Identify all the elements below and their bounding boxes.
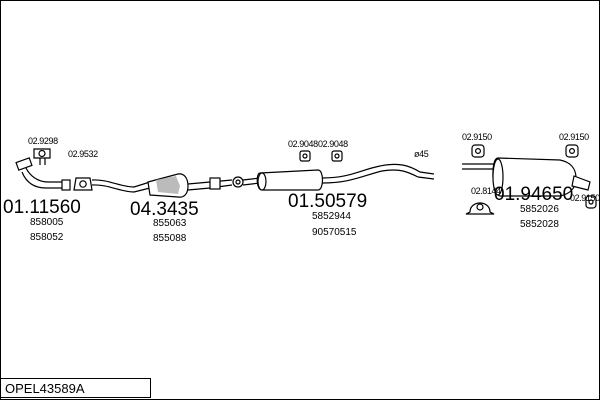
flow-marker: ø45 — [414, 149, 429, 159]
rear-hanger-drawing — [471, 144, 597, 209]
part-reference: 858005 — [30, 217, 64, 228]
diagram-code-label: OPEL43589A — [1, 378, 151, 398]
accessory-number: 02.9048 — [318, 139, 348, 149]
part-number: 01.11560 — [3, 197, 81, 218]
front-pipe-drawing — [15, 157, 71, 191]
rubber-hanger-drawing — [299, 150, 343, 162]
centre-silencer-drawing — [256, 163, 435, 191]
part-reference: 858052 — [30, 232, 64, 243]
accessory-number: 02.9532 — [68, 149, 98, 159]
rear-silencer-drawing — [462, 157, 591, 197]
part-number: 04.3435 — [130, 199, 199, 220]
part-number: 01.94650 — [494, 184, 574, 205]
clamp-drawing — [465, 202, 495, 215]
accessory-number: 02.9150 — [570, 193, 600, 203]
part-reference: 90570515 — [312, 227, 357, 238]
accessory-number: 02.9048 — [288, 139, 318, 149]
accessory-number: 02.9150 — [559, 132, 589, 142]
part-reference: 5852944 — [312, 211, 351, 222]
flange-drawing — [73, 177, 93, 191]
accessory-number: 02.8144 — [471, 186, 501, 196]
part-reference: 855088 — [153, 233, 187, 244]
catalytic-converter-drawing — [147, 173, 244, 198]
accessory-number: 02.9298 — [28, 136, 58, 146]
part-number: 01.50579 — [288, 191, 368, 212]
accessory-number: 02.9150 — [462, 132, 492, 142]
part-reference: 5852026 — [520, 204, 559, 215]
intermediate-pipe-drawing — [91, 179, 151, 193]
part-reference: 855063 — [153, 218, 187, 229]
gasket-drawing — [33, 148, 51, 165]
part-reference: 5852028 — [520, 219, 559, 230]
